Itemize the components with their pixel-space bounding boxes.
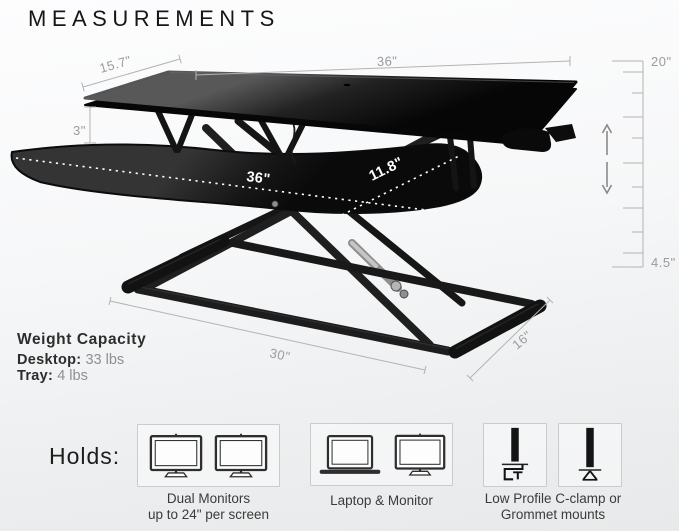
holds-card-dual-monitors bbox=[137, 424, 280, 487]
tray-width-dotted-line bbox=[15, 157, 443, 213]
product-illustration: 36" 11.8" 15.7" 36" 3" 30" bbox=[10, 53, 676, 382]
gas-spring-icon bbox=[348, 239, 409, 299]
c-clamp-icon bbox=[501, 427, 529, 481]
clamp-bracket bbox=[501, 128, 552, 152]
holds-label: Holds: bbox=[49, 443, 121, 469]
weight-capacity-desktop: Desktop: 33 lbs bbox=[17, 351, 125, 368]
right-foot bbox=[448, 299, 547, 359]
dim-label-height-max: 20" bbox=[651, 54, 672, 69]
dimension-base-width: 30" bbox=[108, 296, 427, 375]
dimension-riser-gap: 3" bbox=[73, 106, 96, 144]
height-ruler bbox=[612, 60, 644, 268]
holds-card-grommet bbox=[558, 423, 622, 487]
page-title: MEASUREMENTS bbox=[28, 6, 280, 31]
monitor-icon bbox=[214, 433, 268, 477]
monitor-icon bbox=[394, 433, 446, 476]
grommet-hole bbox=[343, 83, 351, 87]
base-frame bbox=[121, 234, 547, 359]
dimension-top-width: 36" bbox=[195, 53, 571, 80]
holds-card-c-clamp bbox=[483, 423, 547, 487]
grommet-mount-icon bbox=[578, 427, 602, 481]
monitor-icon bbox=[149, 433, 203, 477]
height-adjust-arrows-icon bbox=[601, 123, 613, 195]
dim-label-tray-width: 36" bbox=[246, 169, 272, 188]
weight-capacity-tray: Tray: 4 lbs bbox=[17, 368, 88, 384]
dim-label-base-width: 30" bbox=[268, 345, 291, 364]
desk-top bbox=[83, 70, 578, 152]
holds-caption-dual-monitors: Dual Monitors up to 24" per screen bbox=[147, 491, 270, 522]
weight-capacity-heading: Weight Capacity bbox=[17, 331, 147, 348]
dim-label-top-depth: 15.7" bbox=[98, 53, 133, 76]
dim-label-height-min: 4.5" bbox=[651, 255, 676, 270]
dim-label-base-depth: 16" bbox=[509, 328, 534, 353]
tray-depth-dotted-line bbox=[341, 155, 460, 216]
holds-card-laptop-monitor bbox=[310, 423, 453, 486]
weight-capacity: Weight Capacity Desktop: 33 lbs Tray: 4 … bbox=[17, 331, 147, 385]
dim-label-top-width: 36" bbox=[377, 53, 398, 69]
holds-caption-clamp-mounts: Low Profile C-clamp or Grommet mounts bbox=[484, 491, 622, 522]
dim-label-riser-gap: 3" bbox=[73, 123, 86, 138]
keyboard-tray bbox=[10, 143, 482, 214]
left-foot bbox=[121, 234, 230, 294]
holds-caption-laptop-monitor: Laptop & Monitor bbox=[330, 493, 433, 508]
laptop-icon bbox=[319, 434, 381, 474]
